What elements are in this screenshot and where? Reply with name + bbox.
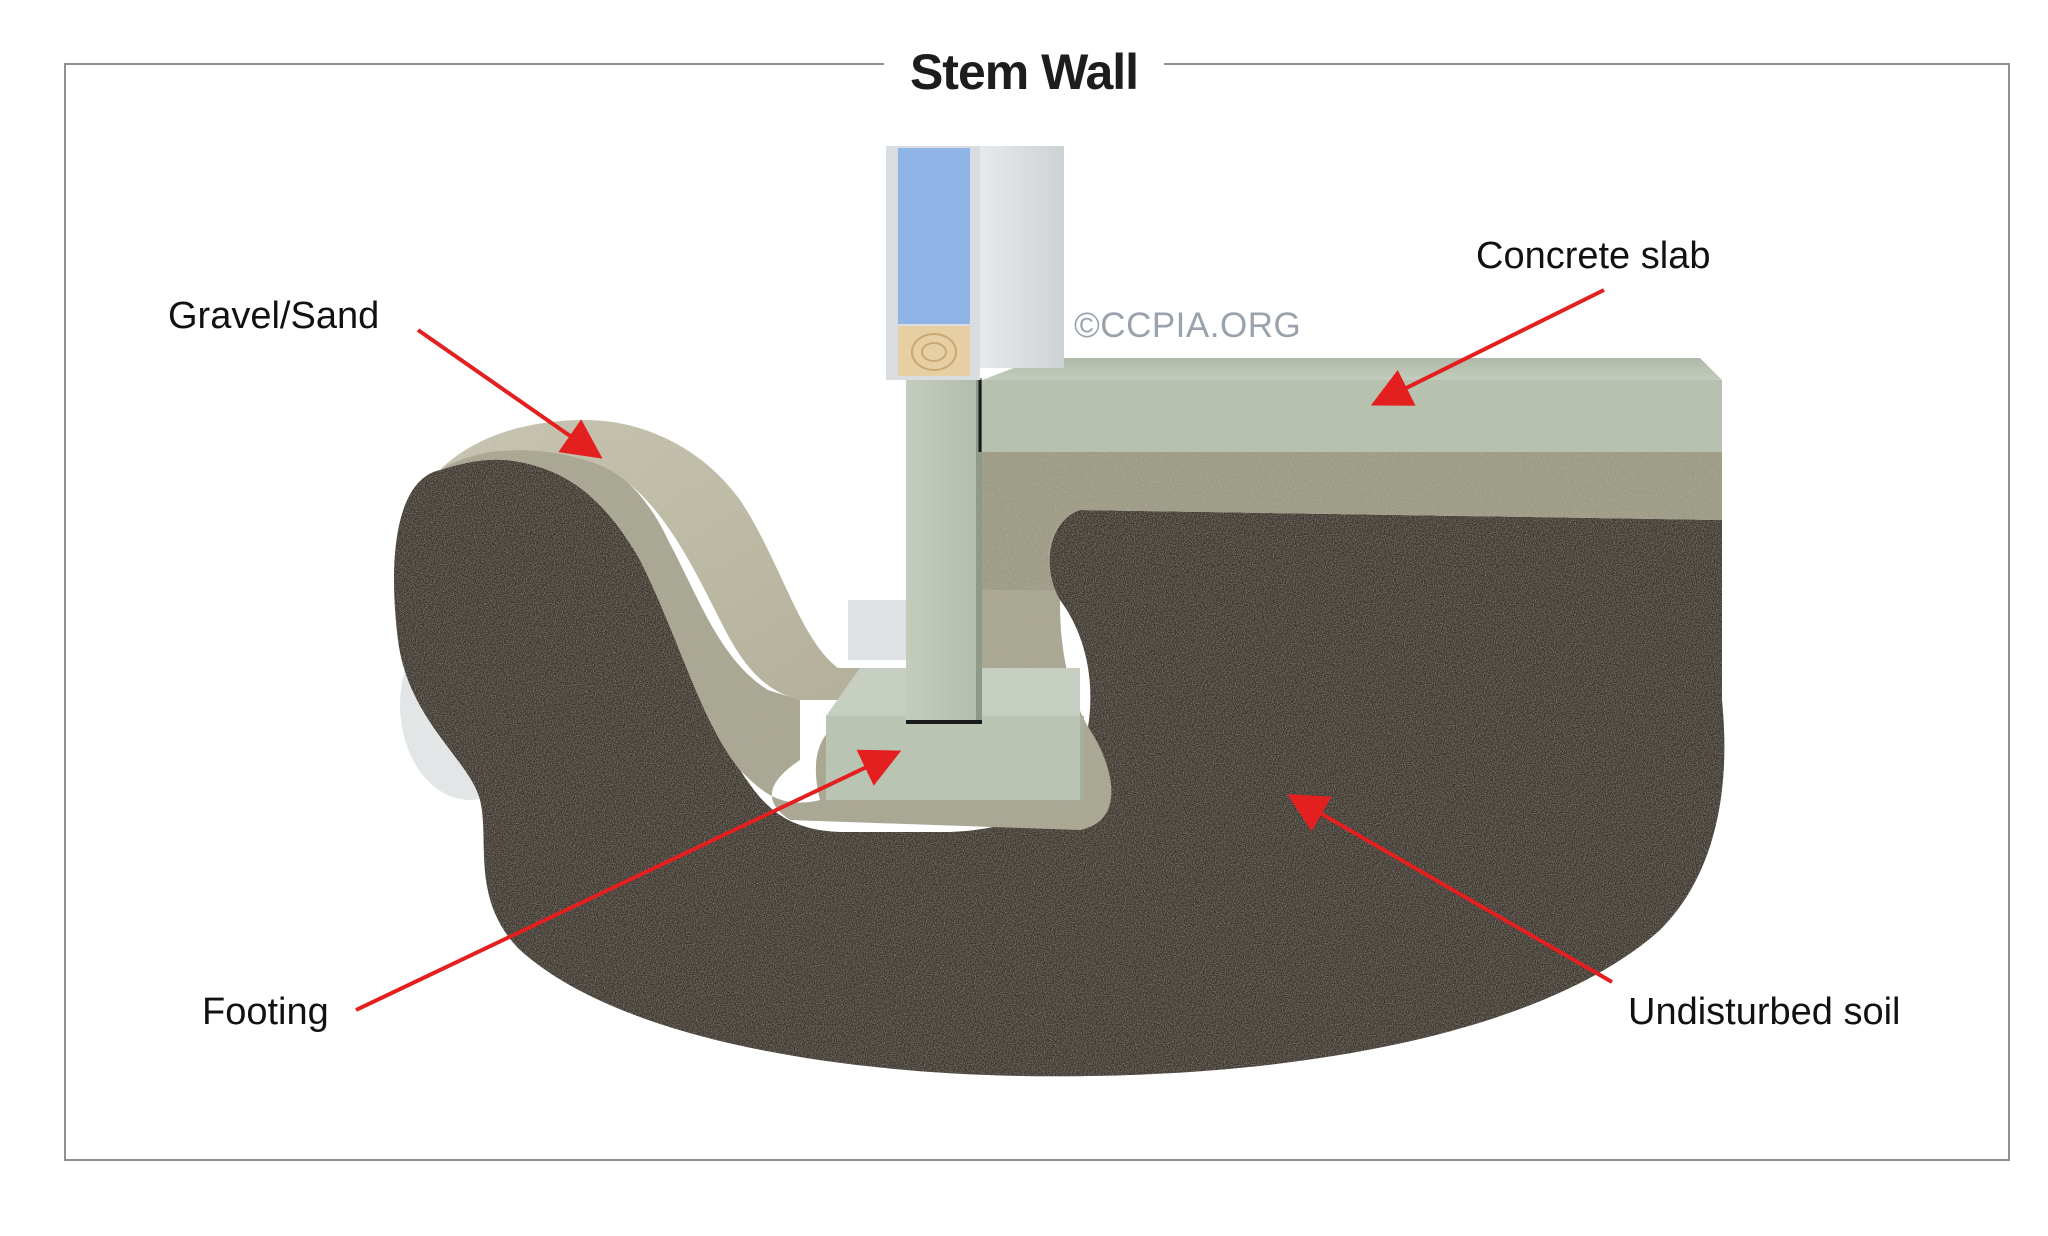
label-concrete-slab: Concrete slab <box>1476 235 1711 277</box>
diagram-title: Stem Wall <box>884 36 1164 108</box>
wood-grain-inner <box>921 342 947 362</box>
gravel-top <box>440 420 906 700</box>
stem-wall-side <box>976 378 982 722</box>
slab-front <box>982 380 1722 452</box>
arrow-soil <box>1287 793 1614 984</box>
stem-wall-front <box>906 378 976 722</box>
arrow-slab <box>1370 288 1605 406</box>
gravel-face <box>440 442 1722 830</box>
arrow-gravel <box>416 328 603 459</box>
soil-mass <box>394 459 1725 1077</box>
label-undisturbed-soil: Undisturbed soil <box>1628 991 1901 1033</box>
label-gravel-sand: Gravel/Sand <box>168 295 380 337</box>
stud-wall-side <box>980 146 1064 368</box>
shadow-wall <box>848 600 908 660</box>
gravel-under-slab <box>972 452 1722 590</box>
arrow-footing <box>355 749 902 1012</box>
footing-side <box>1080 716 1084 800</box>
wood-grain <box>911 333 957 371</box>
insulation <box>898 148 970 324</box>
footing-front <box>826 716 1080 800</box>
watermark: ©CCPIA.ORG <box>1074 306 1302 345</box>
slab-top <box>982 358 1722 380</box>
label-footing: Footing <box>202 991 329 1033</box>
